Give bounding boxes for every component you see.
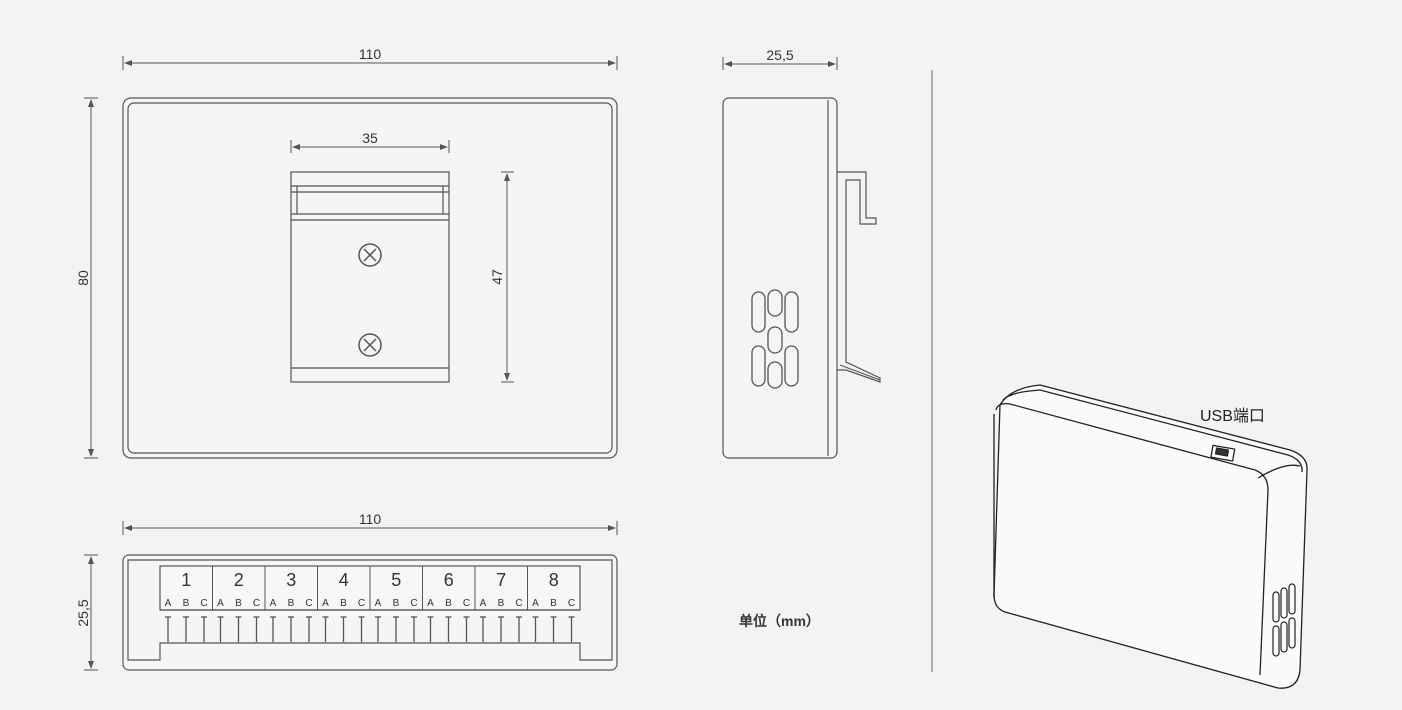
terminal-pin-label: B	[288, 598, 295, 609]
terminal-channel-number: 5	[391, 570, 401, 590]
terminal-channel-number: 7	[496, 570, 506, 590]
rail-height-label: 47	[489, 269, 505, 285]
device-side-vents	[1272, 583, 1296, 657]
unit-label: 单位（mm）	[739, 613, 820, 629]
terminal-pin-label: A	[375, 598, 382, 609]
terminal-channel-number: 8	[549, 570, 559, 590]
usb-port-label: USB端口	[1200, 408, 1265, 425]
terminal-pin-label: C	[200, 598, 207, 609]
terminal-pin-label: C	[253, 598, 260, 609]
terminal-pin-label: B	[393, 598, 400, 609]
screw-top-icon	[358, 243, 382, 267]
terminal-pin-label: B	[550, 598, 557, 609]
terminal-pin-label: C	[358, 598, 365, 609]
terminal-channel-number: 6	[444, 570, 454, 590]
terminal-pin-label: C	[305, 598, 312, 609]
terminal-pin-label: A	[532, 598, 539, 609]
terminal-pin-label: B	[183, 598, 190, 609]
terminal-pin-label: A	[427, 598, 434, 609]
terminal-width-dimension	[122, 521, 618, 535]
terminal-pin-label: A	[322, 598, 329, 609]
terminal-pin-label: C	[515, 598, 522, 609]
terminal-pin-label: C	[410, 598, 417, 609]
terminal-pin-label: B	[445, 598, 452, 609]
terminal-pin-label: A	[270, 598, 277, 609]
terminal-pin-label: B	[340, 598, 347, 609]
terminal-pin-label: A	[480, 598, 487, 609]
side-depth-label: 25,5	[766, 47, 793, 63]
screw-bottom-icon	[358, 333, 382, 357]
side-vent-slots	[751, 289, 799, 389]
terminal-pin-label: B	[235, 598, 242, 609]
rail-width-label: 35	[362, 130, 378, 146]
terminal-channel-number: 2	[234, 570, 244, 590]
front-width-dimension	[122, 56, 618, 70]
rail-width-dimension	[290, 140, 450, 153]
terminal-height-label: 25,5	[75, 599, 91, 626]
terminal-pin-label: B	[498, 598, 505, 609]
front-height-label: 80	[75, 270, 91, 286]
device-perspective	[993, 384, 1308, 689]
terminal-pin-label: C	[463, 598, 470, 609]
terminal-channel-number: 3	[286, 570, 296, 590]
front-width-label: 110	[359, 46, 382, 62]
front-body-inner	[127, 102, 613, 454]
rail-height-dimension	[501, 171, 514, 383]
side-depth-dimension	[722, 57, 838, 70]
side-view	[722, 97, 881, 459]
terminal-channel-number: 1	[181, 570, 191, 590]
terminal-pin-label: A	[165, 598, 172, 609]
terminal-pin-label: C	[568, 598, 575, 609]
terminal-pin-label: A	[217, 598, 224, 609]
front-height-dimension	[84, 97, 98, 459]
terminal-channel-number: 4	[339, 570, 349, 590]
terminal-height-dimension	[84, 554, 98, 671]
terminal-width-label: 110	[359, 511, 382, 527]
